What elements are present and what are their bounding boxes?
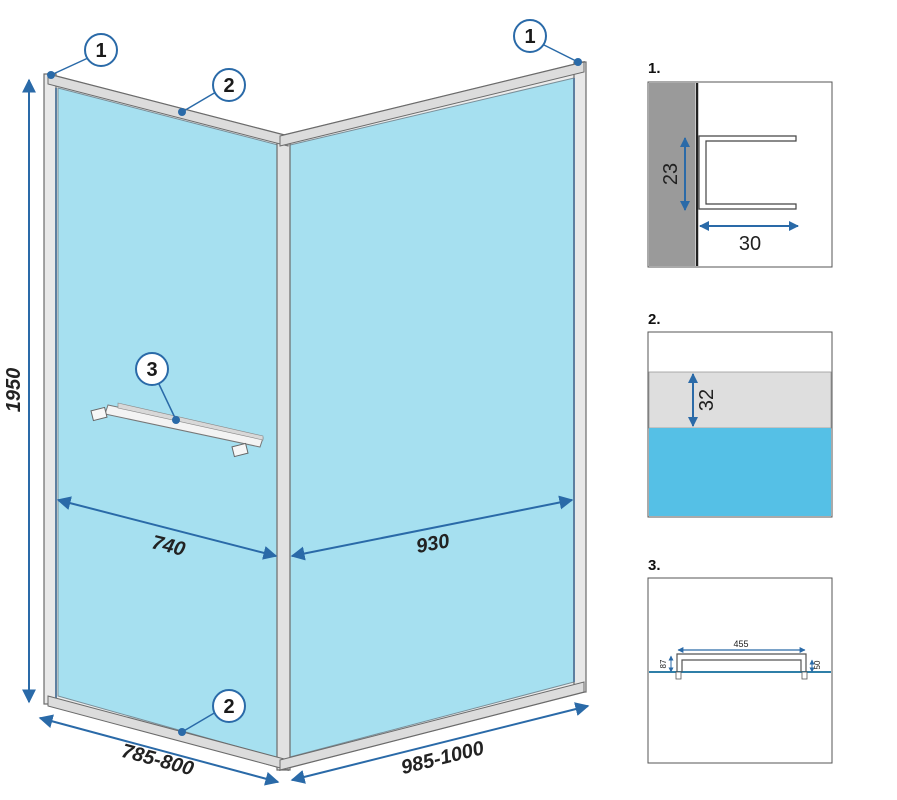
left-floor-arrow: [38, 714, 280, 786]
towel-bar: [90, 402, 264, 458]
callout-2-bottom: [212, 689, 246, 723]
u-profile: [698, 135, 797, 210]
towel-length-label: 455: [733, 639, 748, 649]
left-width-arrow: [56, 496, 278, 560]
callout-1-right-number: 1: [524, 26, 535, 48]
callout-1-left: [84, 33, 118, 67]
detail-1-profile: 1. 23 30: [647, 60, 833, 268]
left-floor-label: 785-800: [119, 740, 196, 780]
callout-3: [135, 352, 169, 386]
detail-3-heading: 3.: [648, 557, 661, 574]
height-label: 1950: [3, 368, 25, 413]
callout-2-top: [212, 68, 246, 102]
bar-height-label: 32: [696, 389, 718, 411]
right-floor-label: 985-1000: [399, 737, 486, 779]
profile-width-label: 30: [739, 233, 761, 255]
callout-2-bottom-number: 2: [223, 696, 234, 718]
dimension-lines: [22, 78, 590, 786]
towel-bar-outline: [676, 653, 807, 672]
right-width-arrow: [290, 495, 574, 561]
glass-section: [649, 428, 831, 516]
shower-enclosure: [43, 61, 587, 771]
corner-post: [276, 135, 291, 771]
callouts: 1 1 2 2 3: [47, 19, 582, 736]
callout-3-number: 3: [146, 359, 157, 381]
top-bar-right: [279, 61, 585, 147]
right-wall-profile: [573, 61, 587, 693]
detail-2-heading: 2.: [648, 311, 661, 328]
detail-2-bar: 2. 32: [647, 311, 833, 518]
towel-left-height-label: 87: [659, 659, 668, 668]
left-wall-profile: [43, 73, 57, 705]
callout-1-left-number: 1: [95, 40, 106, 62]
callout-1-right: [513, 19, 547, 53]
callout-2-top-number: 2: [223, 75, 234, 97]
towel-right-height-label: 50: [813, 660, 822, 669]
bar-section: [648, 371, 832, 429]
top-bar-left: [47, 73, 289, 147]
right-floor-arrow: [290, 702, 590, 784]
detail-3-towel-bar: 3. 455 87 50: [647, 557, 833, 764]
profile-depth-label: 23: [660, 163, 682, 185]
detail-1-heading: 1.: [648, 60, 661, 77]
right-glass-panel: [289, 77, 575, 758]
